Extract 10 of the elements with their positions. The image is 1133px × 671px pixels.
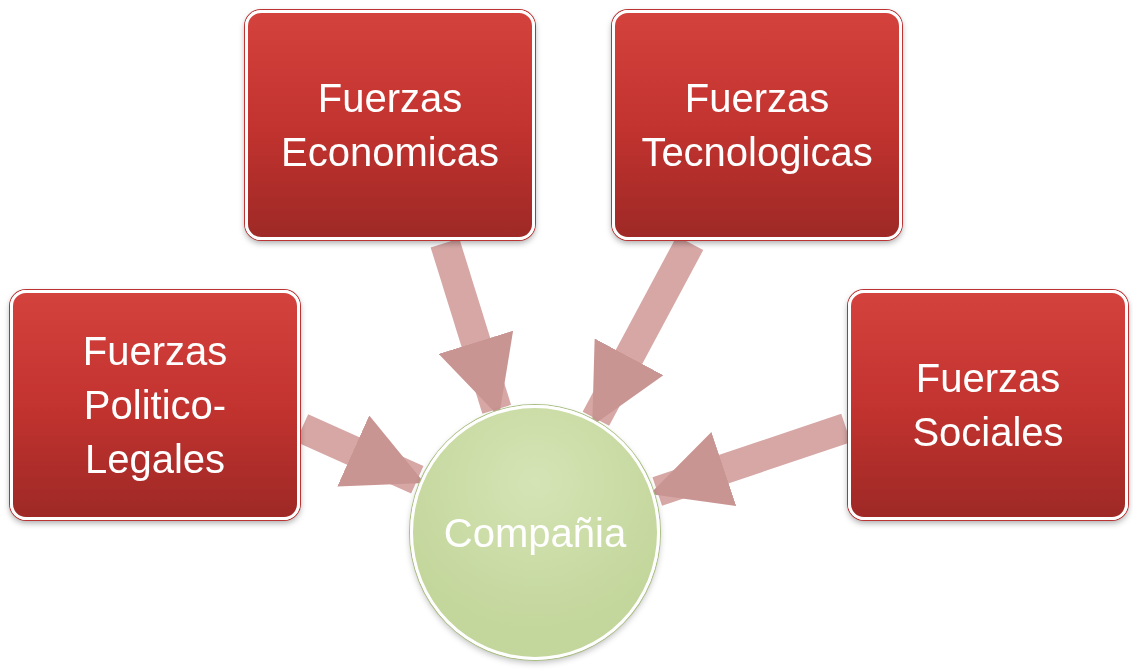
force-box: [612, 10, 902, 240]
node-label: Fuerzas Economicas: [280, 75, 500, 176]
force-box: [848, 290, 1128, 520]
force-box: [245, 10, 535, 240]
node-label: Fuerzas Tecnologicas: [640, 75, 874, 176]
node-label: Fuerzas Sociales: [911, 355, 1065, 456]
force-box: [10, 290, 300, 520]
node-label: Fuerzas Politico-Legales: [81, 328, 229, 483]
block-arrow: [430, 238, 514, 417]
node-label: Compañia: [442, 509, 628, 557]
